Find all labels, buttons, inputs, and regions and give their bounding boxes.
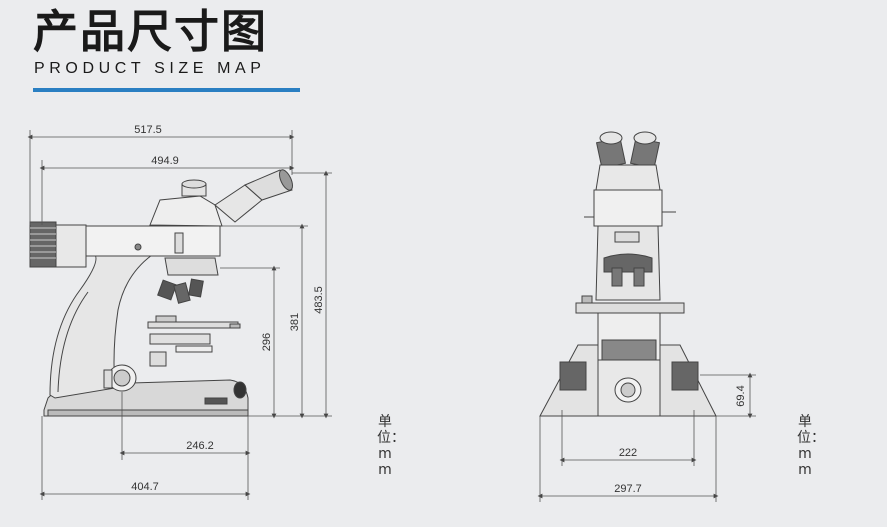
title-underline (33, 88, 300, 92)
page-title: 产品尺寸图 (33, 5, 269, 58)
dim-upper-length: 494.9 (151, 155, 179, 167)
page-subtitle: PRODUCT SIZE MAP (34, 60, 266, 77)
dim-base-depth: 404.7 (131, 481, 159, 493)
front-view-microscope (539, 131, 717, 417)
side-view-unit-label: 单位：mm (377, 414, 405, 478)
dim-inner-width: 222 (619, 447, 637, 459)
front-view-unit-label: 单位：mm (797, 414, 825, 478)
front-view-dimension-lines (537, 372, 756, 502)
side-view-microscope (29, 169, 293, 417)
dim-stage-height: 296 (261, 333, 273, 351)
dim-arm-height: 381 (289, 313, 301, 331)
dim-total-height: 483.5 (313, 286, 325, 314)
dim-base-front: 246.2 (186, 440, 214, 452)
side-view-dimension-lines (27, 130, 332, 500)
dim-outer-width: 297.7 (614, 483, 642, 495)
dim-foot-height: 69.4 (735, 385, 747, 406)
dim-total-length: 517.5 (134, 124, 162, 136)
